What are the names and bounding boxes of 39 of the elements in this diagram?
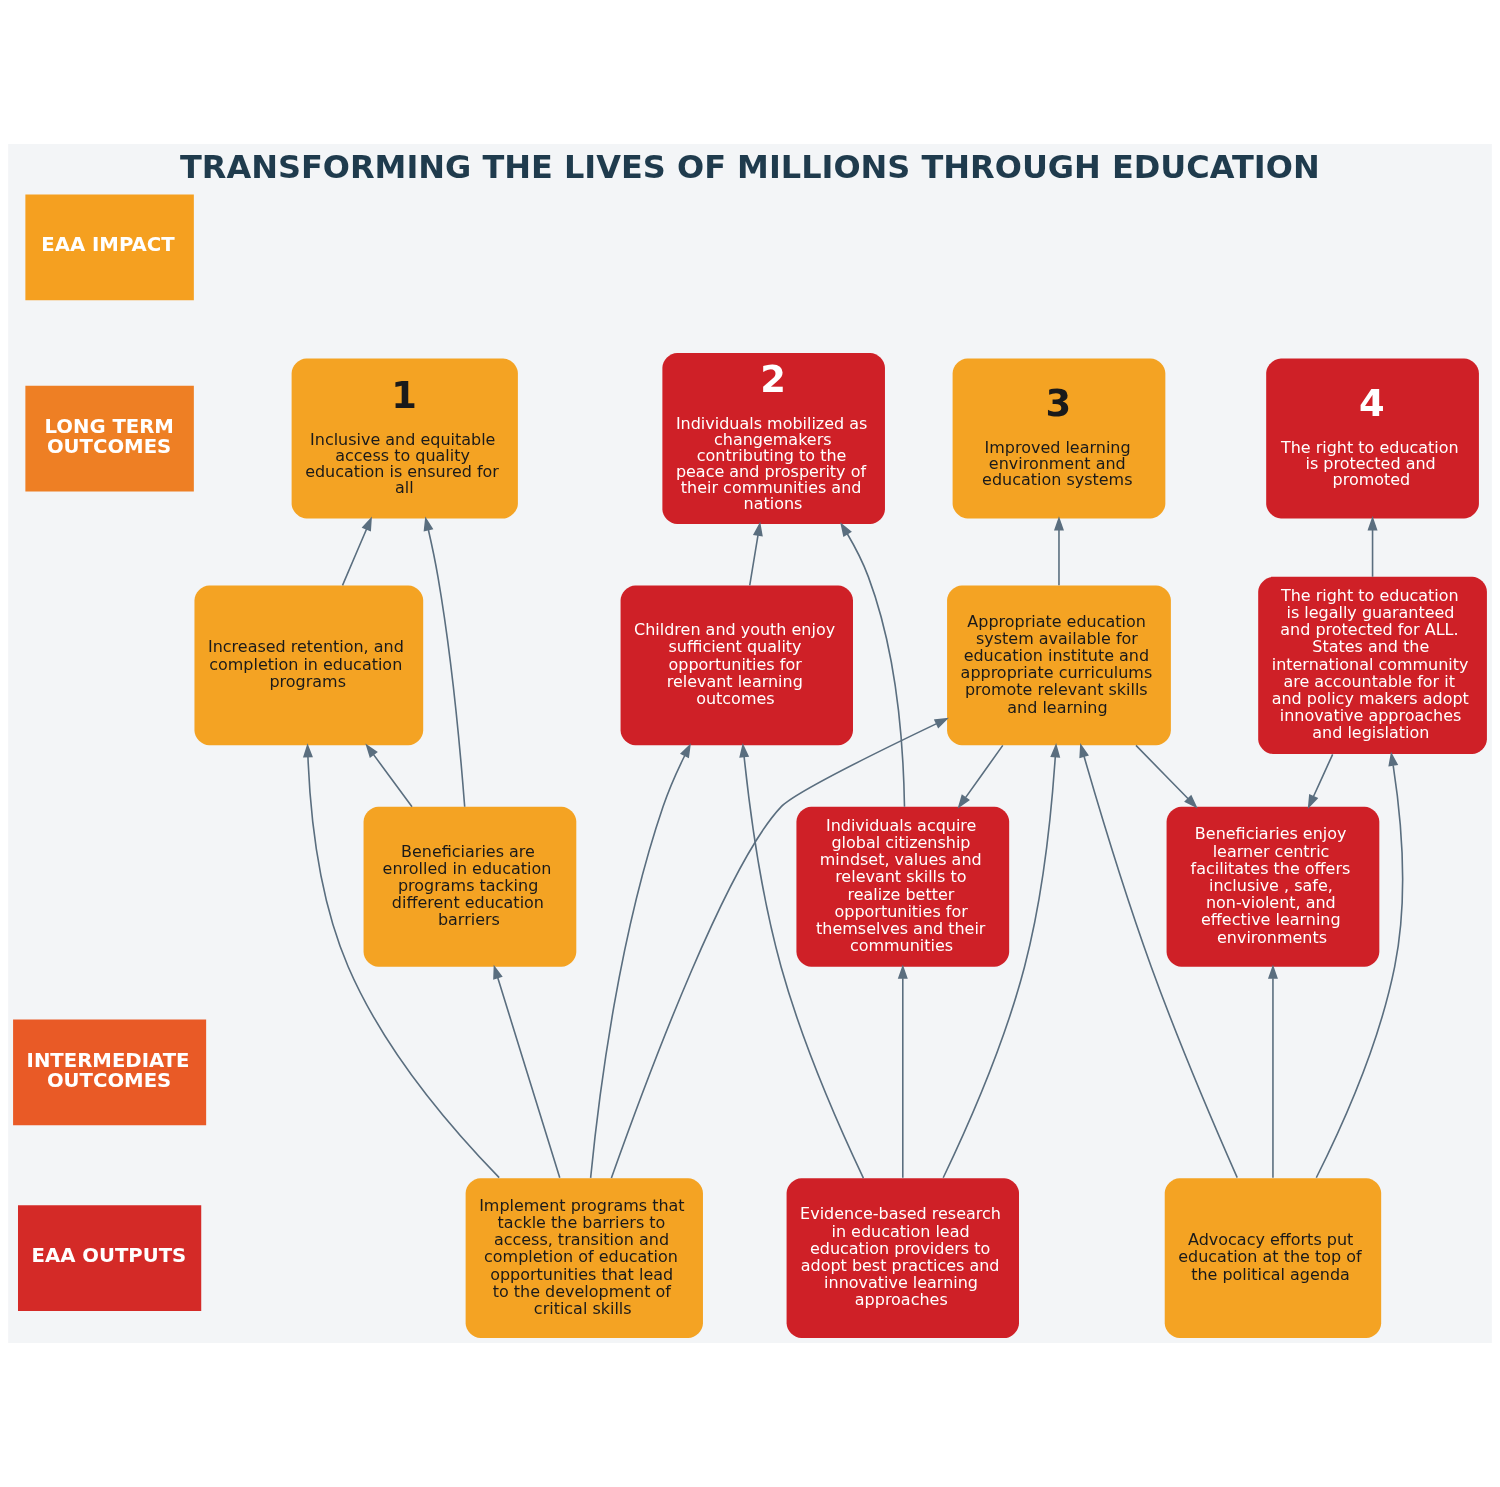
arrow: [341, 516, 372, 587]
node-box: 3 Improved learning environment and education systems: [952, 358, 1166, 519]
node-box: EAA IMPACT: [25, 194, 194, 301]
node-box: Appropriate education system available for education institute and appropriate curriculums promote relevant skills and learning: [947, 585, 1171, 746]
arrow: [1079, 743, 1238, 1179]
arrow: [942, 743, 1061, 1179]
arrow: [1053, 516, 1064, 587]
arrow: [365, 743, 413, 808]
node-box: Beneficiaries enjoy learner centric facilitates the offers inclusive , safe, non-violent, and effective learning environments: [1166, 806, 1380, 967]
node-box: 4 The right to education is protected and promoted: [1266, 358, 1479, 519]
node-box: Advocacy efforts put education at the top of the political agenda: [1164, 1178, 1382, 1339]
arrow: [423, 516, 466, 808]
arrow: [302, 743, 500, 1179]
arrow: [1315, 751, 1404, 1179]
node-box: LONG TERM OUTCOMES: [25, 385, 194, 492]
diagram-title: TRANSFORMING THE LIVES OF MILLIONS THROUGH EDUCATION: [180, 148, 1320, 187]
node-box: Children and youth enjoy sufficient quality opportunities for relevant learning outcomes: [620, 585, 853, 746]
arrow: [739, 743, 865, 1179]
node-box: 1 Inclusive and equitable access to quality education is ensured for all: [291, 358, 518, 519]
node-box: Implement programs that tackle the barriers to access, transition and completion of education opportunities that lead to the development of critical skills: [465, 1178, 703, 1339]
arrow: [840, 522, 906, 808]
node-box: 2 Individuals mobilized as changemakers contributing to the peace and prosperity of their communities and nations: [662, 353, 885, 524]
arrow: [1267, 964, 1278, 1179]
arrow: [897, 964, 908, 1179]
node-box: Beneficiaries are enrolled in education programs tacking different education barriers: [363, 806, 577, 967]
node-box: The right to education is legally guaranteed and protected for ALL. States and the international community are accountable for it and policy makers adopt innovative approaches and legislation: [1258, 576, 1487, 754]
arrow: [1367, 516, 1378, 578]
arrow: [589, 743, 691, 1179]
arrow: [1307, 753, 1334, 810]
node-box: Individuals acquire global citizenship mindset, values and relevant skills to realize better opportunities for themselves and their communities: [796, 806, 1010, 967]
node-box: EAA OUTPUTS: [18, 1205, 202, 1312]
node-box: INTERMEDIATE OUTCOMES: [13, 1019, 207, 1126]
arrow: [493, 964, 561, 1179]
node-box: Evidence-based research in education lead education providers to adopt best practices and innovative learning approaches: [786, 1178, 1019, 1339]
arrow: [957, 744, 1004, 809]
arrow: [610, 717, 949, 1179]
arrow: [1135, 744, 1198, 809]
node-box: Increased retention, and completion in education programs: [194, 585, 424, 746]
arrow: [748, 521, 763, 587]
